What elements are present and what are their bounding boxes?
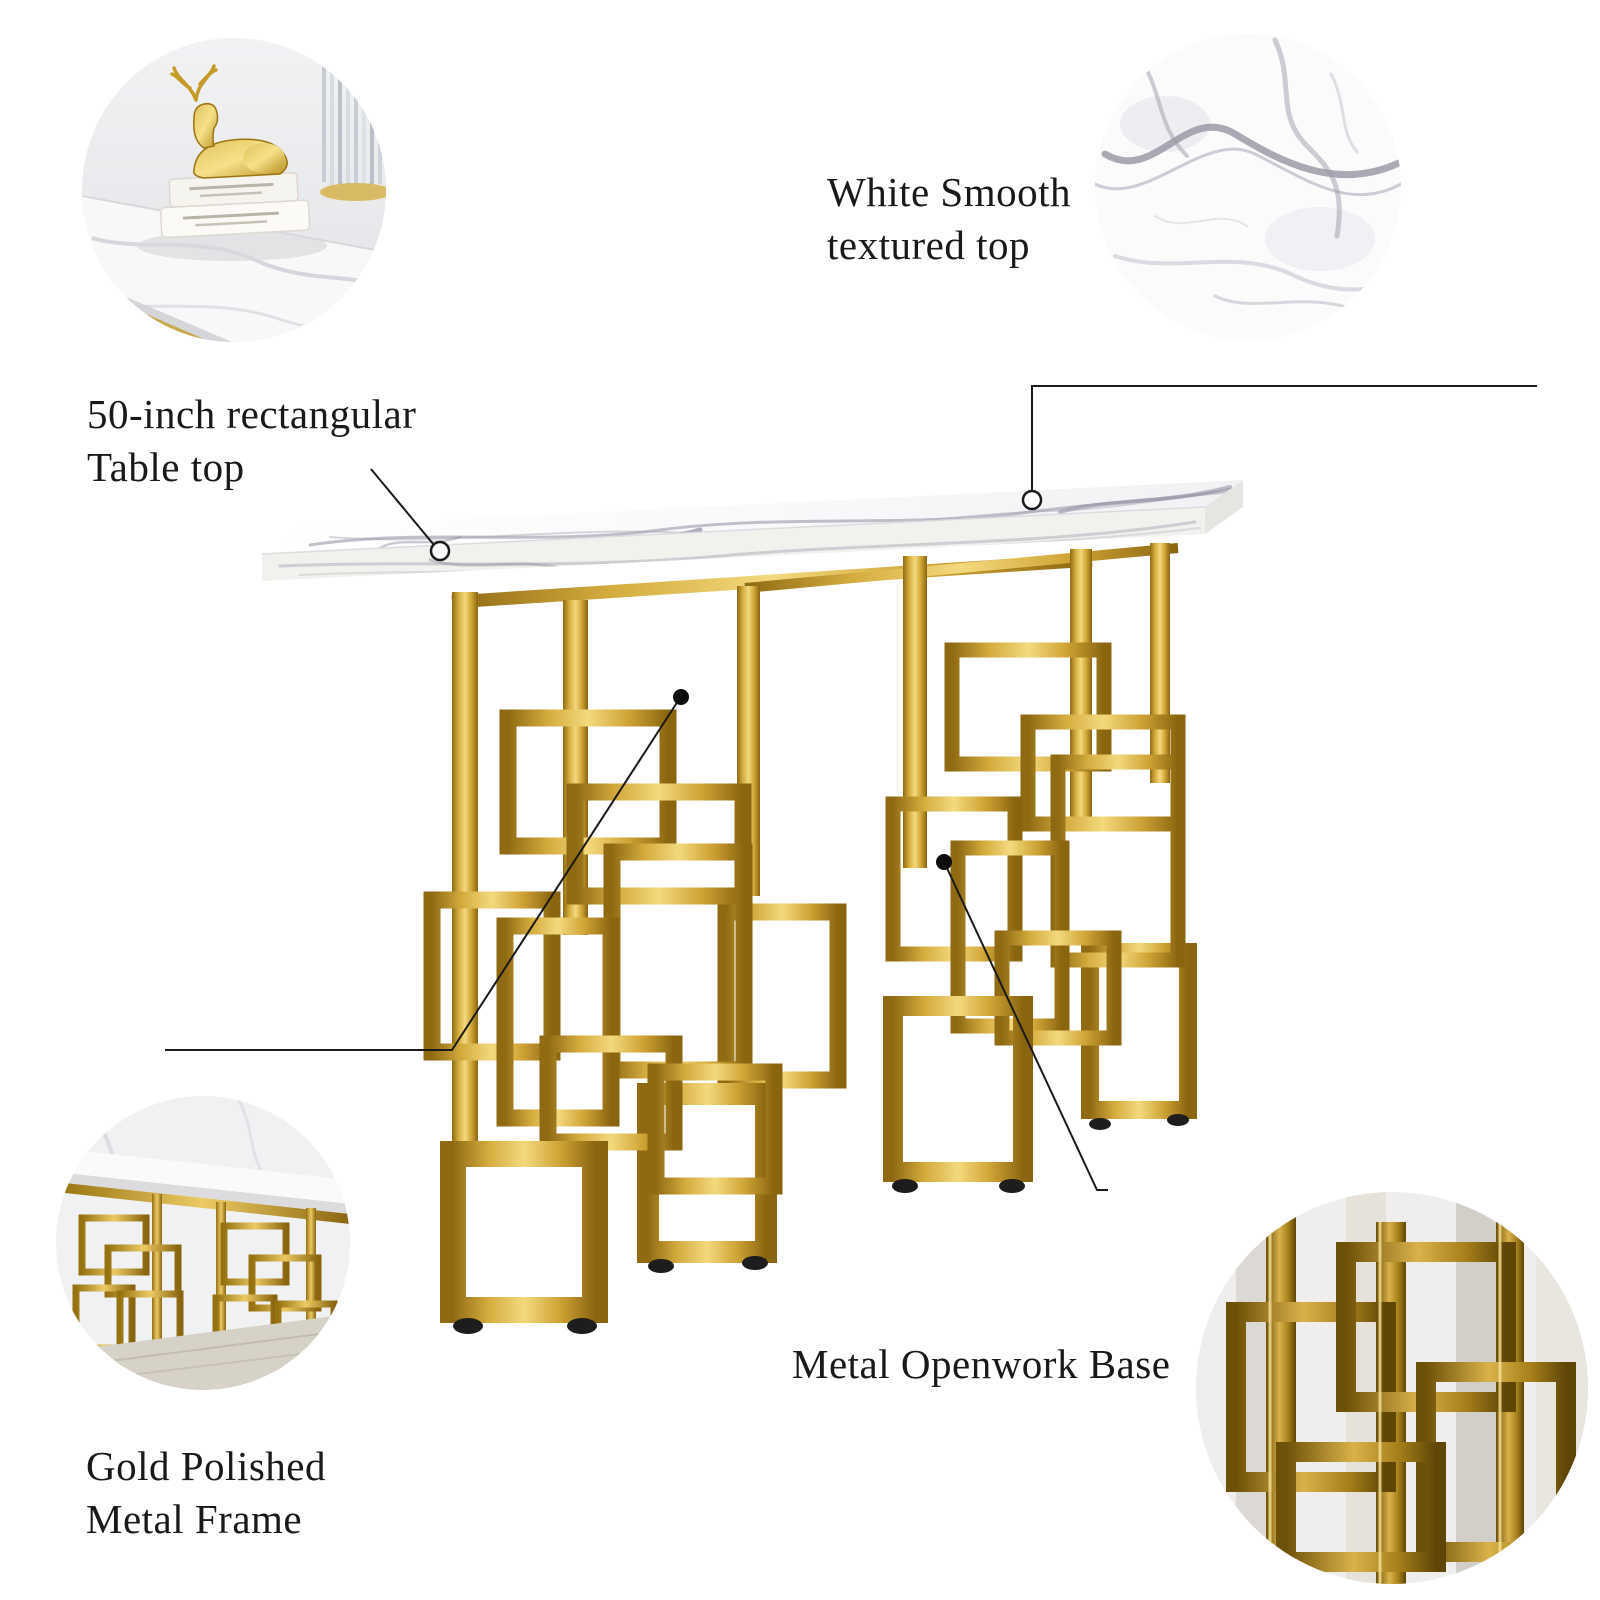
left-leg-assembly (423, 586, 847, 1334)
label-line: Metal Openwork Base (792, 1341, 1171, 1387)
table-foot (999, 1179, 1025, 1193)
inset-openwork-base-photo (1196, 1192, 1588, 1584)
inset-gold-frame-photo (56, 1096, 350, 1390)
label-line: 50-inch rectangular (87, 391, 417, 437)
callout-line-white-smooth (1031, 385, 1537, 491)
gold-apron (56, 1182, 350, 1224)
label-metal-openwork-base: Metal Openwork Base (792, 1338, 1170, 1391)
label-50-inch-table-top: 50-inch rectangular Table top (87, 388, 416, 495)
label-white-smooth-textured-top: White Smooth textured top (827, 166, 1071, 273)
gold-apron-rails (451, 543, 1179, 609)
table-foot (453, 1318, 483, 1334)
callout-lines (165, 385, 1537, 1191)
callout-ring-tabletop (429, 540, 451, 562)
table-foot (892, 1179, 918, 1193)
table-foot (1167, 1114, 1189, 1126)
table-foot (742, 1256, 768, 1270)
inset-tabletop-decor-photo (82, 38, 386, 342)
gold-openwork-bars (1226, 1192, 1576, 1584)
table-foot (567, 1318, 597, 1334)
book-stack (159, 172, 311, 239)
label-line: Table top (87, 444, 245, 491)
callout-line-gold-frame (165, 700, 679, 1051)
label-gold-polished-metal-frame: Gold Polished Metal Frame (86, 1440, 326, 1547)
callout-ring-white-smooth (1021, 489, 1043, 511)
marble-tabletop (261, 480, 1243, 581)
marble-top-strip (56, 1148, 350, 1204)
right-leg-assembly (883, 543, 1197, 1193)
label-line: White Smooth (827, 169, 1072, 215)
label-line: Gold Polished (86, 1443, 326, 1489)
inset-marble-texture-photo (1095, 34, 1401, 340)
gold-deer-figurine (170, 64, 288, 179)
table-foot (648, 1259, 674, 1273)
table-foot (1089, 1118, 1111, 1130)
callout-dot-openwork (936, 854, 952, 870)
callout-dot-gold-frame (673, 689, 689, 705)
label-line: Metal Frame (86, 1496, 303, 1543)
label-line: textured top (827, 222, 1030, 269)
callout-line-tabletop (370, 468, 435, 546)
callout-line-openwork (945, 865, 1108, 1191)
